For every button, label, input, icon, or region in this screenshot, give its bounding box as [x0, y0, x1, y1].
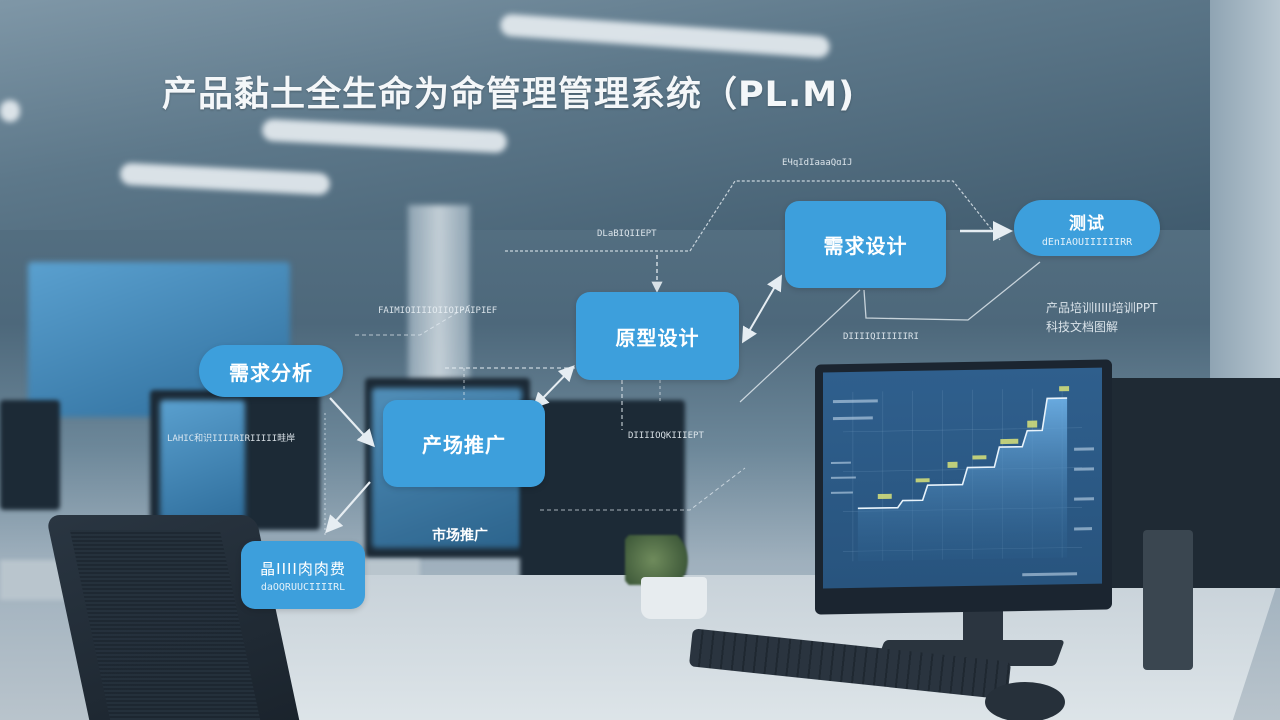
monitor-screen [823, 367, 1102, 589]
node-sublabel: dEnIAOUIIIIIIRR [1041, 236, 1133, 248]
page-title: 产品黏土全生命为命管理管理系统（PL.M) [162, 75, 856, 115]
node-demand-design[interactable]: 需求设计 [785, 201, 946, 288]
node-market-promotion[interactable]: 产场推广 [383, 400, 545, 487]
node-label: 原型设计 [615, 325, 700, 350]
mouse [985, 682, 1065, 720]
step-chart [830, 386, 1094, 577]
annotation-left: LAHIC和识IIIIRIRIIIII畦岸 [167, 434, 296, 444]
annotation-right-line2: 科技文档图解 [1046, 320, 1119, 334]
node-sublabel: daOQRUUCIIIIRL [260, 581, 346, 593]
ceiling-light [0, 100, 20, 122]
plant-pot [641, 577, 707, 619]
annotation-left-mid: FAIMIOIIIIOIIOIPAIPIEF [378, 306, 498, 316]
desk-monitor [815, 359, 1112, 615]
annotation-top: EЧqIdIaaaQɑIJ [782, 158, 853, 168]
annotation-ppt: DLaBIQIIEPT [597, 229, 657, 239]
annotation-right-ppt: DIIIIOQKIIIEPT [628, 431, 704, 441]
background-monitor-screen [160, 400, 245, 520]
node-label: 晶IIII肉肉费 [260, 559, 346, 578]
node-demand-analysis[interactable]: 需求分析 [199, 345, 343, 397]
plant [625, 535, 695, 585]
annotation-market-promotion: 市场推广 [432, 528, 488, 544]
background-monitor [0, 400, 60, 510]
node-bottom-left[interactable]: 晶IIII肉肉费 daOQRUUCIIIIRL [241, 541, 365, 609]
side-monitor-stand [1143, 530, 1193, 670]
node-label: 测试 [1069, 213, 1105, 234]
annotation-mid-bottom: DIIIIQIIIIIIRI [843, 332, 919, 342]
side-monitor [1108, 378, 1280, 588]
annotation-right-line1: 产品培训IIIII培训PPT [1046, 301, 1158, 315]
node-label: 需求分析 [229, 360, 313, 385]
node-testing[interactable]: 测试 dEnIAOUIIIIIIRR [1014, 200, 1160, 256]
node-label: 产场推广 [422, 433, 506, 457]
node-prototype-design[interactable]: 原型设计 [576, 292, 739, 380]
node-label: 需求设计 [823, 234, 908, 258]
